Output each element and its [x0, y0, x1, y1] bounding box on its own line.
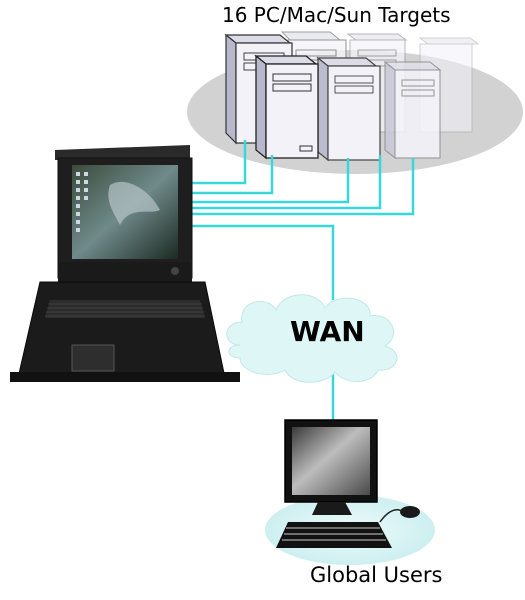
user-keyboard [276, 522, 392, 548]
server-tower [383, 60, 442, 160]
kvm-console [10, 145, 240, 382]
link-line [188, 224, 335, 300]
server-tower [254, 54, 319, 160]
server-tower [316, 56, 381, 162]
global-users-label: Global Users [310, 563, 443, 587]
desktop-icons [76, 172, 88, 232]
link-line [188, 155, 274, 195]
keyboard-keys [45, 303, 205, 317]
link-line [188, 140, 247, 185]
targets-label: 16 PC/Mac/Sun Targets [222, 3, 451, 27]
link-line [188, 158, 415, 216]
server-towers [224, 31, 480, 162]
user-mouse [400, 506, 420, 518]
link-line [188, 155, 382, 210]
workstation [276, 419, 420, 548]
touchpad [71, 344, 115, 372]
wan-label: WAN [290, 315, 365, 348]
link-line [188, 158, 350, 204]
wan-cloud [226, 294, 398, 383]
